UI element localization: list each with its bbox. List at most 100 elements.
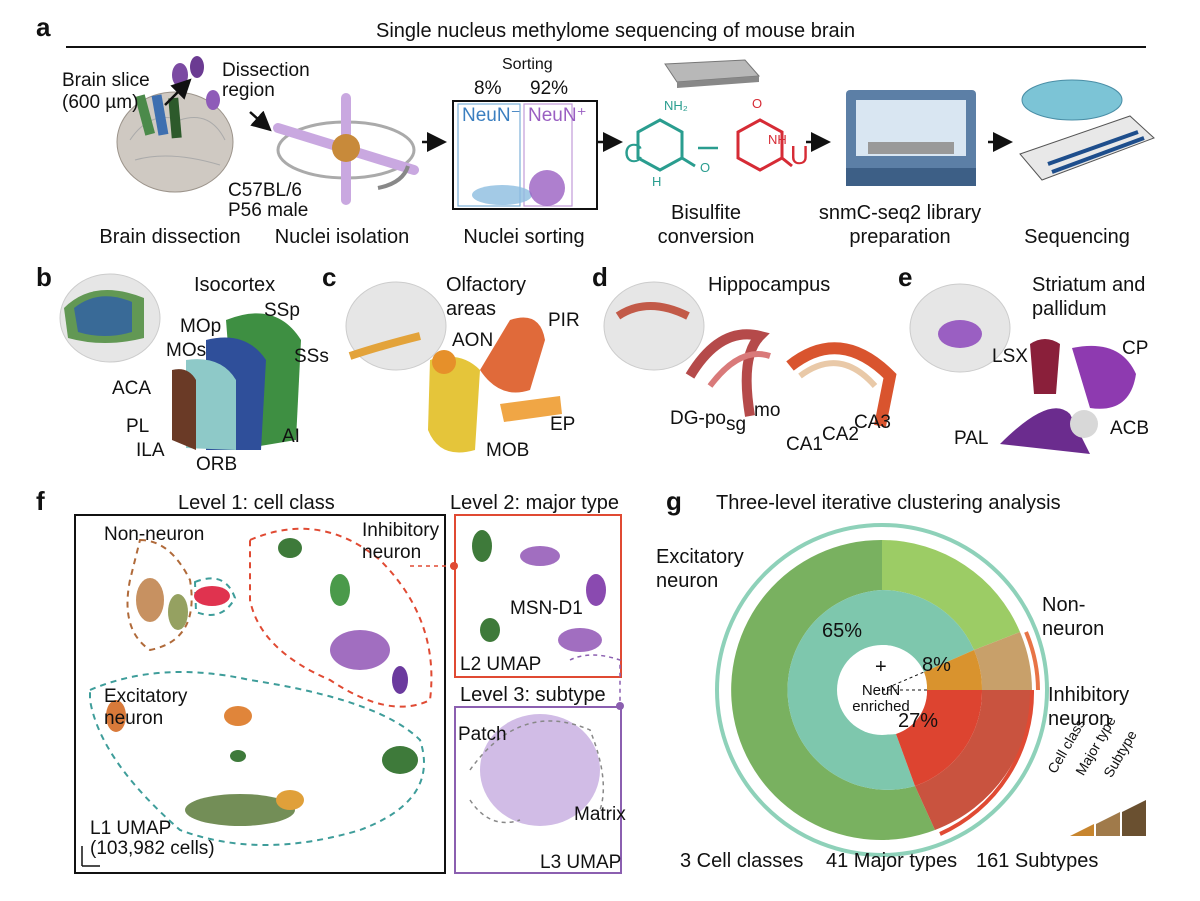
olfactory-brain-inset — [345, 281, 447, 371]
label-ila: ILA — [136, 440, 165, 461]
isocortex-brain-inset — [59, 273, 161, 363]
facs-scatter — [457, 103, 573, 207]
g-non-neuron-label-2: neuron — [1042, 618, 1105, 640]
hippocampus-brain-inset — [603, 281, 705, 371]
step-nuclei-isolation: Nuclei isolation — [274, 226, 410, 248]
l2-umap-box — [454, 514, 622, 678]
slice-thickness-label: (600 µm) — [62, 92, 139, 113]
facs-plot — [452, 100, 598, 210]
label-mob: MOB — [486, 440, 530, 461]
matrix-label: Matrix — [574, 804, 626, 825]
l1-umap-box — [74, 514, 446, 874]
pct-excitatory: 65% — [822, 620, 863, 642]
g-inhibitory-label-2: neuron — [1048, 708, 1111, 730]
g-excitatory-label-1: Excitatory — [656, 546, 744, 568]
patch-label: Patch — [458, 724, 507, 745]
hippocampus-title: Hippocampus — [708, 274, 831, 296]
step-library-l2: preparation — [849, 226, 951, 248]
panel-a-title: Single nucleus methylome sequencing of m… — [376, 20, 856, 42]
g-excitatory-label-2: neuron — [656, 570, 719, 592]
step-sequencing: Sequencing — [1024, 226, 1130, 248]
panel-label-g: g — [666, 486, 682, 516]
label-ca2: CA2 — [822, 424, 859, 445]
sequencing-chip — [1019, 79, 1155, 181]
umap-non-neuron-label: Non-neuron — [104, 524, 205, 545]
label-ai: AI — [282, 426, 300, 447]
pct-non-neuron: 8% — [922, 654, 951, 676]
label-mop: MOp — [180, 316, 222, 337]
umap-scatter — [81, 527, 624, 867]
label-pir: PIR — [548, 310, 580, 331]
label-cp: CP — [1122, 338, 1149, 359]
label-sss: SSs — [294, 346, 329, 367]
label-mos: MOs — [166, 340, 207, 361]
pct-neun-neg: 8% — [474, 78, 502, 99]
umap-inhibitory-label-1: Inhibitory — [362, 520, 440, 541]
l3-umap-box — [454, 706, 622, 874]
age-sex-label: P56 male — [228, 200, 309, 221]
neun-label: NeuN — [861, 682, 901, 699]
title-rule — [66, 46, 1146, 48]
step-nuclei-sorting: Nuclei sorting — [463, 226, 585, 248]
olfactory-model — [428, 317, 562, 453]
l1-cell-count: (103,982 cells) — [90, 838, 215, 859]
panel-label-c: c — [322, 262, 337, 292]
isocortex-title: Isocortex — [194, 274, 276, 296]
o-label-u: O — [752, 96, 763, 111]
strain-label: C57BL/6 — [228, 180, 302, 201]
dissection-label: Dissection — [222, 60, 310, 81]
plus-sign: + — [875, 656, 887, 678]
label-ca1: CA1 — [786, 434, 823, 455]
count-subtypes: 161 Subtypes — [976, 850, 1099, 872]
panel-label-d: d — [592, 262, 608, 292]
brain-slice-label: Brain slice — [62, 70, 150, 91]
label-orb: ORB — [196, 454, 238, 475]
u-letter: U — [790, 140, 809, 170]
label-aca: ACA — [112, 378, 152, 399]
count-major-types: 41 Major types — [826, 850, 958, 872]
panel-label-b: b — [36, 262, 52, 292]
label-sg: sg — [726, 414, 747, 435]
l3-umap-label: L3 UMAP — [540, 852, 622, 873]
step-library-l1: snmC-seq2 library — [818, 202, 982, 224]
umap-inhibitory-label-2: neuron — [362, 542, 422, 563]
label-pal: PAL — [954, 428, 989, 449]
striatum-model — [1000, 339, 1136, 454]
step-bisulfite-l1: Bisulfite — [670, 202, 742, 224]
o-label-c: O — [700, 160, 711, 175]
label-mo: mo — [754, 400, 781, 421]
n-label: H — [652, 174, 662, 189]
level1-title: Level 1: cell class — [178, 492, 335, 514]
msn-d1-label: MSN-D1 — [510, 598, 583, 619]
level3-title: Level 3: subtype — [460, 684, 606, 706]
g-non-neuron-label-1: Non- — [1042, 594, 1086, 616]
library-prep-instrument — [846, 90, 976, 186]
brain-illustration — [116, 91, 234, 193]
striatum-title-1: Striatum and — [1032, 274, 1146, 296]
isocortex-model — [172, 313, 301, 450]
c-letter: C — [624, 138, 643, 168]
olfactory-title-2: areas — [446, 298, 497, 320]
label-lsx: LSX — [992, 346, 1028, 367]
striatum-brain-inset — [909, 283, 1011, 373]
centrifuge-rotor — [273, 93, 419, 205]
step-bisulfite-l2: conversion — [657, 226, 755, 248]
g-inhibitory-label-1: Inhibitory — [1048, 684, 1130, 706]
count-cell-classes: 3 Cell classes — [680, 850, 804, 872]
workflow-arrows — [164, 78, 1013, 152]
sorting-label: Sorting — [502, 56, 553, 73]
label-pl: PL — [126, 416, 150, 437]
pct-neun-pos: 92% — [530, 78, 569, 99]
region-label: region — [222, 80, 275, 101]
panel-label-a: a — [36, 12, 51, 42]
plate-icon — [664, 59, 761, 88]
pct-inhibitory: 27% — [898, 710, 939, 732]
label-ep: EP — [550, 414, 576, 435]
label-ssp: SSp — [264, 300, 300, 321]
l2-umap-label: L2 UMAP — [460, 654, 542, 675]
bisulfite-chemistry — [636, 118, 793, 172]
label-ca3: CA3 — [854, 412, 891, 433]
label-aon: AON — [452, 330, 494, 351]
g-title: Three-level iterative clustering analysi… — [716, 492, 1061, 514]
label-dg-po: DG-po — [670, 408, 726, 429]
